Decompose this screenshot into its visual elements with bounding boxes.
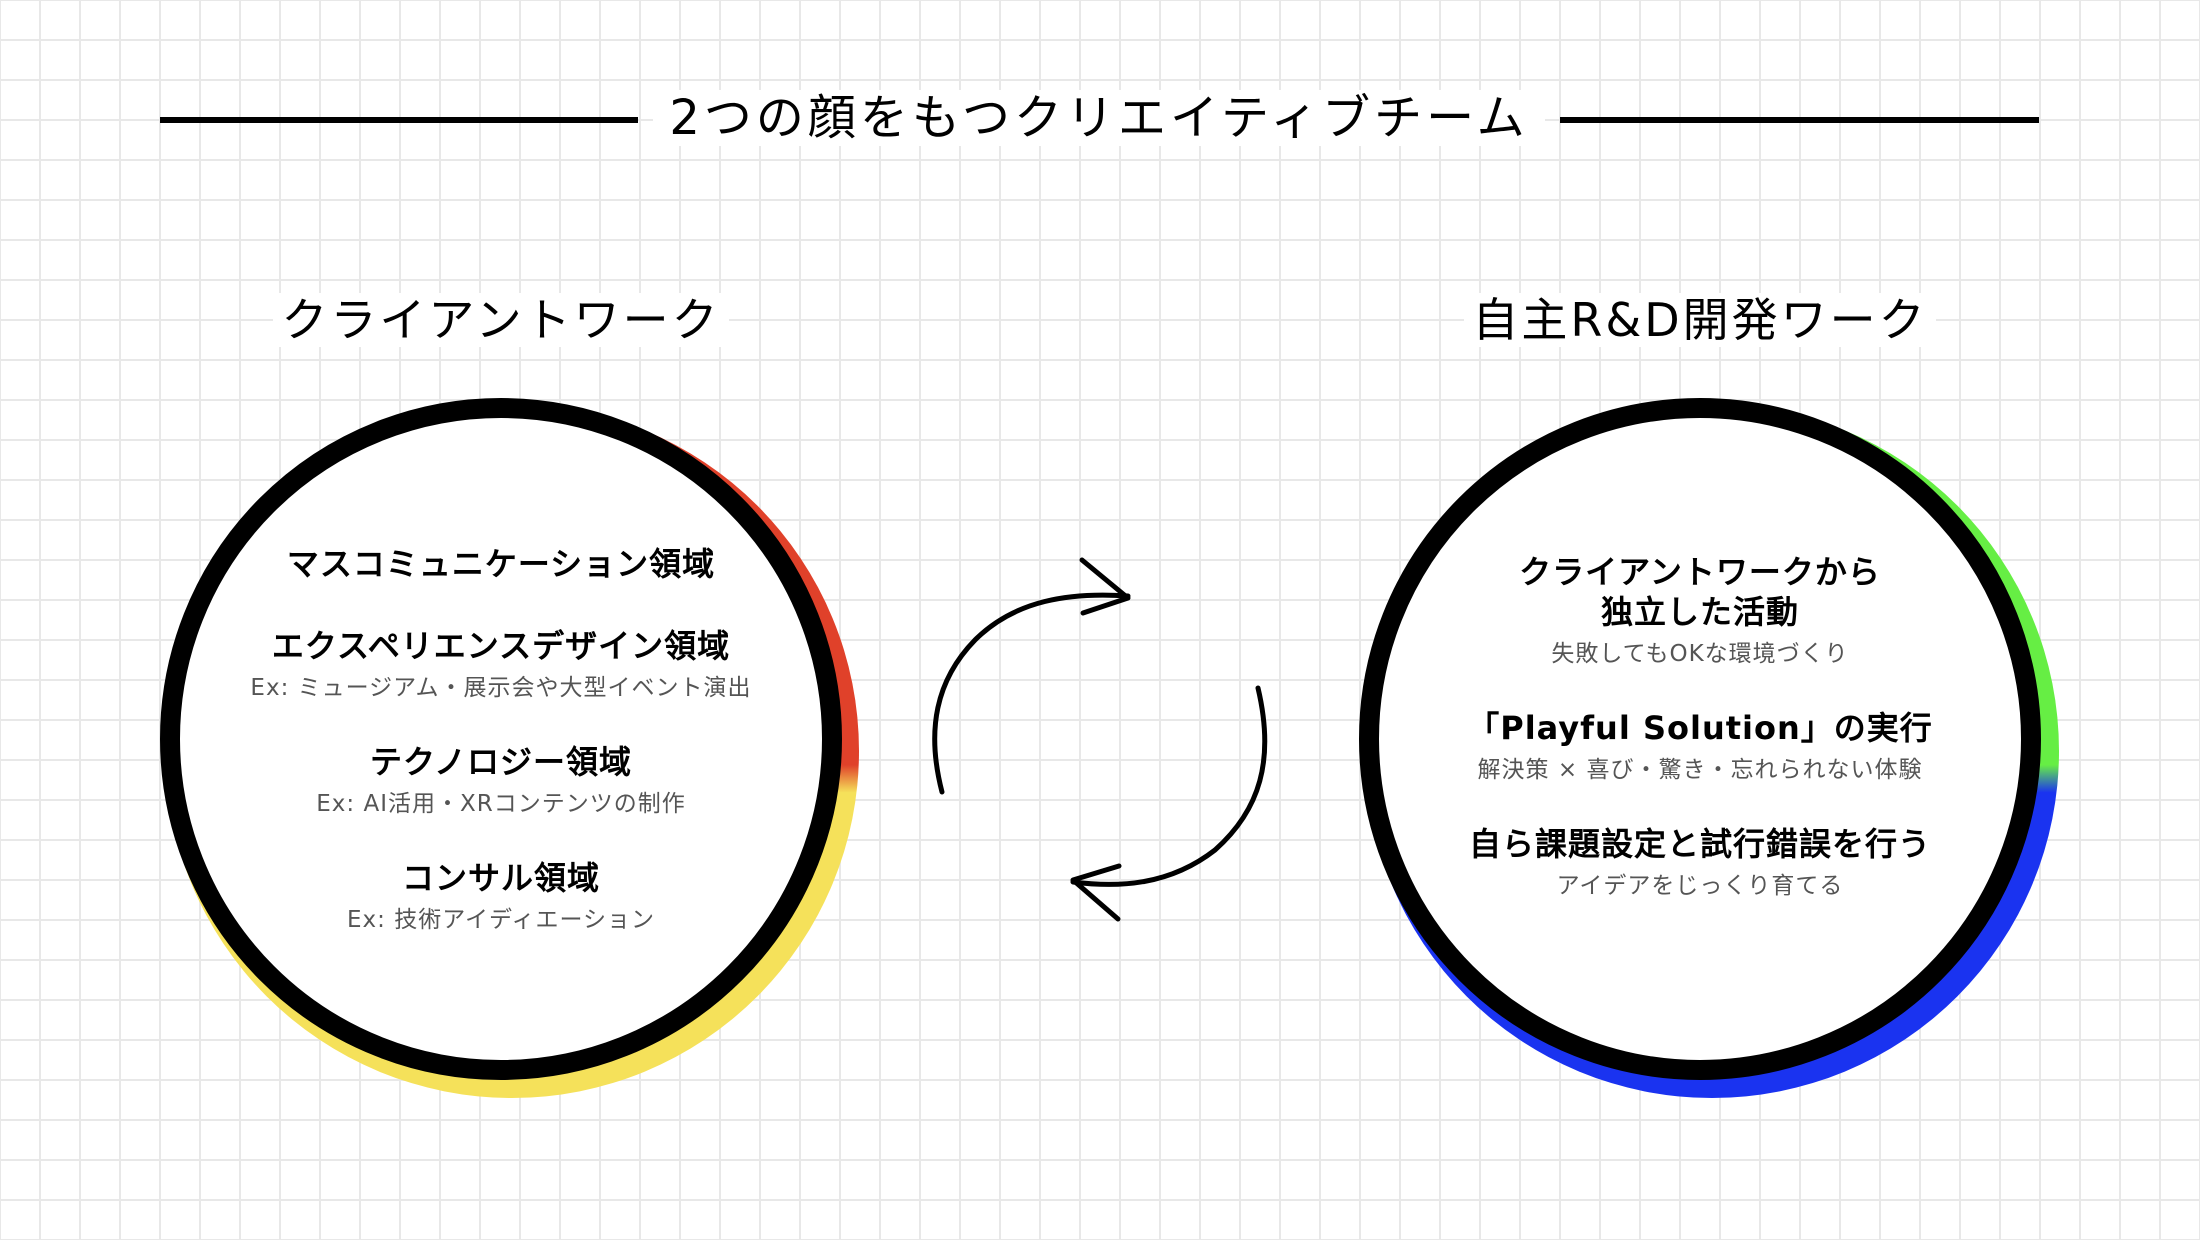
left-circle-content: マスコミュニケーション領域 エクスペリエンスデザイン領域 Ex: ミュージアム・… [151,544,851,936]
lower-arrow-head [1070,863,1122,922]
page-title: 2つの顔をもつクリエイティブチーム [638,88,1560,148]
item-sub: 解決策 × 喜び・驚き・忘れられない体験 [1477,757,1923,783]
item-sub: Ex: 技術アイディエーション [347,907,655,933]
title-rule-right [1560,117,2039,123]
left-heading-text: クライアントワーク [273,293,729,347]
upper-arrow-arc [932,592,1131,795]
right-circle [1359,398,2041,1080]
item-title: マスコミュニケーション領域 [286,545,716,583]
right-circle-content: クライアントワークから 独立した活動 失敗してもOKな環境づくり 「Playfu… [1350,552,2050,902]
right-heading: 自主R&D開発ワーク [1350,292,2050,348]
item-title: テクノロジー領域 [369,743,633,781]
item-title: エクスペリエンスデザイン領域 [271,627,731,665]
item-sub: 失敗してもOKな環境づくり [1551,641,1849,667]
item-title: 「Playful Solution」の実行 [1467,709,1933,747]
upper-arrow-head [1079,557,1131,616]
item-title: 自ら課題設定と試行錯誤を行う [1468,825,1931,863]
item-sub: アイデアをじっくり育てる [1556,873,1844,899]
item-title: コンサル領域 [401,859,600,897]
item-title: クライアントワークから [1519,553,1881,591]
title-rule-left [160,117,638,123]
item-sub: Ex: AI活用・XRコンテンツの制作 [316,791,686,817]
right-heading-text: 自主R&D開発ワーク [1464,293,1936,347]
page-title-text: 2つの顔をもつクリエイティブチーム [653,90,1545,146]
left-heading: クライアントワーク [151,292,851,348]
lower-arrow-arc [1070,685,1268,887]
item-title: 独立した活動 [1600,593,1799,631]
item-sub: Ex: ミュージアム・展示会や大型イベント演出 [250,675,752,701]
